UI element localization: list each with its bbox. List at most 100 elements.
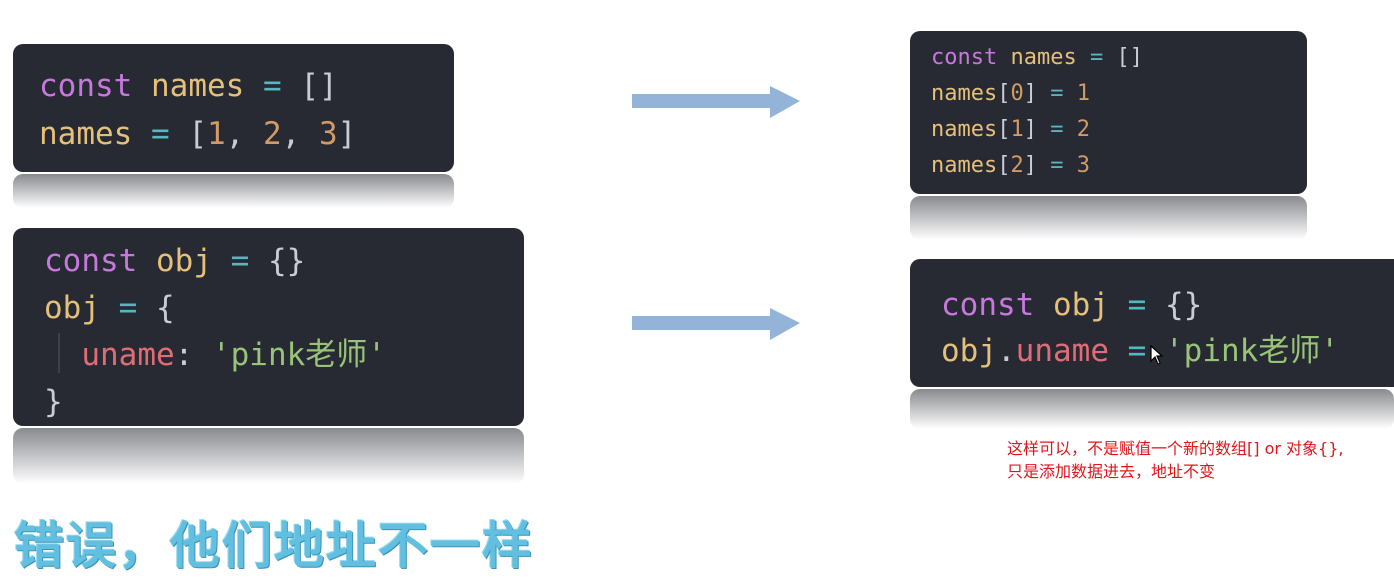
code-token: 2 [1010, 153, 1024, 178]
code-line: const names = [] [931, 40, 1143, 76]
code-token: {} [249, 243, 306, 279]
code-token: = [1127, 287, 1147, 323]
code-token: 'pink老师' [1165, 333, 1339, 369]
code-line: names[1] = 2 [931, 112, 1143, 148]
indent-guide [58, 333, 60, 373]
code-token: = [230, 243, 250, 279]
code-token: = [1050, 117, 1064, 142]
reflection [910, 196, 1307, 240]
code-token: names [151, 68, 245, 104]
code-line: const names = [] [39, 62, 356, 110]
code-token: names [931, 153, 998, 178]
code-token: = [1089, 45, 1104, 70]
code-line: names[2] = 3 [931, 148, 1143, 184]
code-line: names = [1, 2, 3] [39, 110, 356, 158]
code-lines: const obj = {}obj.uname = 'pink老师' [941, 282, 1339, 374]
code-lines: const names = []names = [1, 2, 3] [39, 62, 356, 158]
code-token: uname [1015, 333, 1109, 369]
reflection [13, 428, 524, 484]
code-token: ] [1023, 153, 1051, 178]
code-token: = [263, 68, 282, 104]
code-line: obj = { [44, 285, 386, 332]
right-arrow-icon [632, 308, 800, 340]
code-token: obj [156, 243, 212, 279]
code-token [132, 68, 151, 104]
note-line: 只是添加数据进去，地址不变 [1007, 462, 1216, 481]
code-token [1109, 333, 1128, 369]
code-token: names [931, 117, 998, 142]
code-token [137, 243, 156, 279]
code-token: 3 [319, 116, 338, 152]
code-line: const obj = {} [941, 282, 1339, 328]
code-token [1109, 287, 1128, 323]
code-token: [ [997, 81, 1011, 106]
code-line: const obj = {} [44, 238, 386, 285]
code-block-object-mutate: const obj = {}obj.uname = 'pink老师' [910, 259, 1394, 387]
code-token: const [941, 287, 1035, 323]
code-token: 1 [1010, 117, 1024, 142]
code-token: names [931, 81, 998, 106]
code-token: [] [281, 68, 338, 104]
code-token: : [174, 337, 212, 373]
code-token [1034, 287, 1053, 323]
code-token: . [997, 333, 1016, 369]
code-token [1077, 45, 1090, 70]
code-token [212, 243, 231, 279]
code-token: 1 [207, 116, 226, 152]
code-token: obj [941, 333, 997, 369]
code-lines: const obj = {}obj = { uname: 'pink老师'} [44, 238, 386, 426]
code-token: 'pink老师' [211, 337, 386, 373]
code-token: [ [169, 116, 207, 152]
code-token: = [118, 290, 138, 326]
code-block-object-reassign: const obj = {}obj = { uname: 'pink老师'} [13, 228, 524, 426]
mouse-pointer-icon [1150, 345, 1164, 365]
code-token: = [1050, 153, 1064, 178]
code-token: obj [44, 290, 100, 326]
code-token: const [44, 243, 138, 279]
code-token: } [44, 384, 63, 420]
code-token: { [137, 290, 175, 326]
right-arrow-icon [632, 86, 800, 118]
code-line: } [44, 379, 386, 426]
code-token [1063, 117, 1076, 142]
code-token [997, 45, 1010, 70]
code-token: const [39, 68, 133, 104]
error-caption: 错误，他们地址不一样 [14, 517, 534, 575]
code-token: 1 [1076, 81, 1090, 106]
reflection [910, 389, 1394, 429]
code-token [1063, 81, 1076, 106]
code-token: {} [1146, 287, 1203, 323]
code-token: 2 [263, 116, 282, 152]
code-token [244, 68, 263, 104]
code-token: obj [1053, 287, 1109, 323]
code-token: [ [997, 153, 1011, 178]
code-token [1063, 153, 1076, 178]
code-token: = [1127, 333, 1147, 369]
code-token: 0 [1010, 81, 1024, 106]
code-token: , [281, 116, 319, 152]
code-token: ] [1023, 117, 1051, 142]
explanation-note: 这样可以，不是赋值一个新的数组[] or 对象{}, 只是添加数据进去，地址不变 [1007, 437, 1343, 483]
code-line: obj.uname = 'pink老师' [941, 328, 1339, 374]
code-block-array-reassign: const names = []names = [1, 2, 3] [13, 44, 454, 172]
code-token [132, 116, 151, 152]
code-token: = [1050, 81, 1064, 106]
code-token: , [225, 116, 263, 152]
code-token: ] [337, 116, 357, 152]
code-token: uname [81, 337, 175, 373]
code-token: [ [997, 117, 1011, 142]
code-token: names [1010, 45, 1077, 70]
code-token: = [151, 116, 170, 152]
note-line: 这样可以，不是赋值一个新的数组[] or 对象{}, [1007, 439, 1344, 458]
code-line: uname: 'pink老师' [44, 332, 386, 379]
code-line: names[0] = 1 [931, 76, 1143, 112]
code-token: [] [1103, 45, 1143, 70]
code-token [44, 337, 81, 373]
code-token: ] [1023, 81, 1051, 106]
code-token: 2 [1076, 117, 1090, 142]
code-token: 3 [1076, 153, 1090, 178]
code-token [100, 290, 119, 326]
code-token: names [39, 116, 133, 152]
reflection [13, 174, 454, 208]
